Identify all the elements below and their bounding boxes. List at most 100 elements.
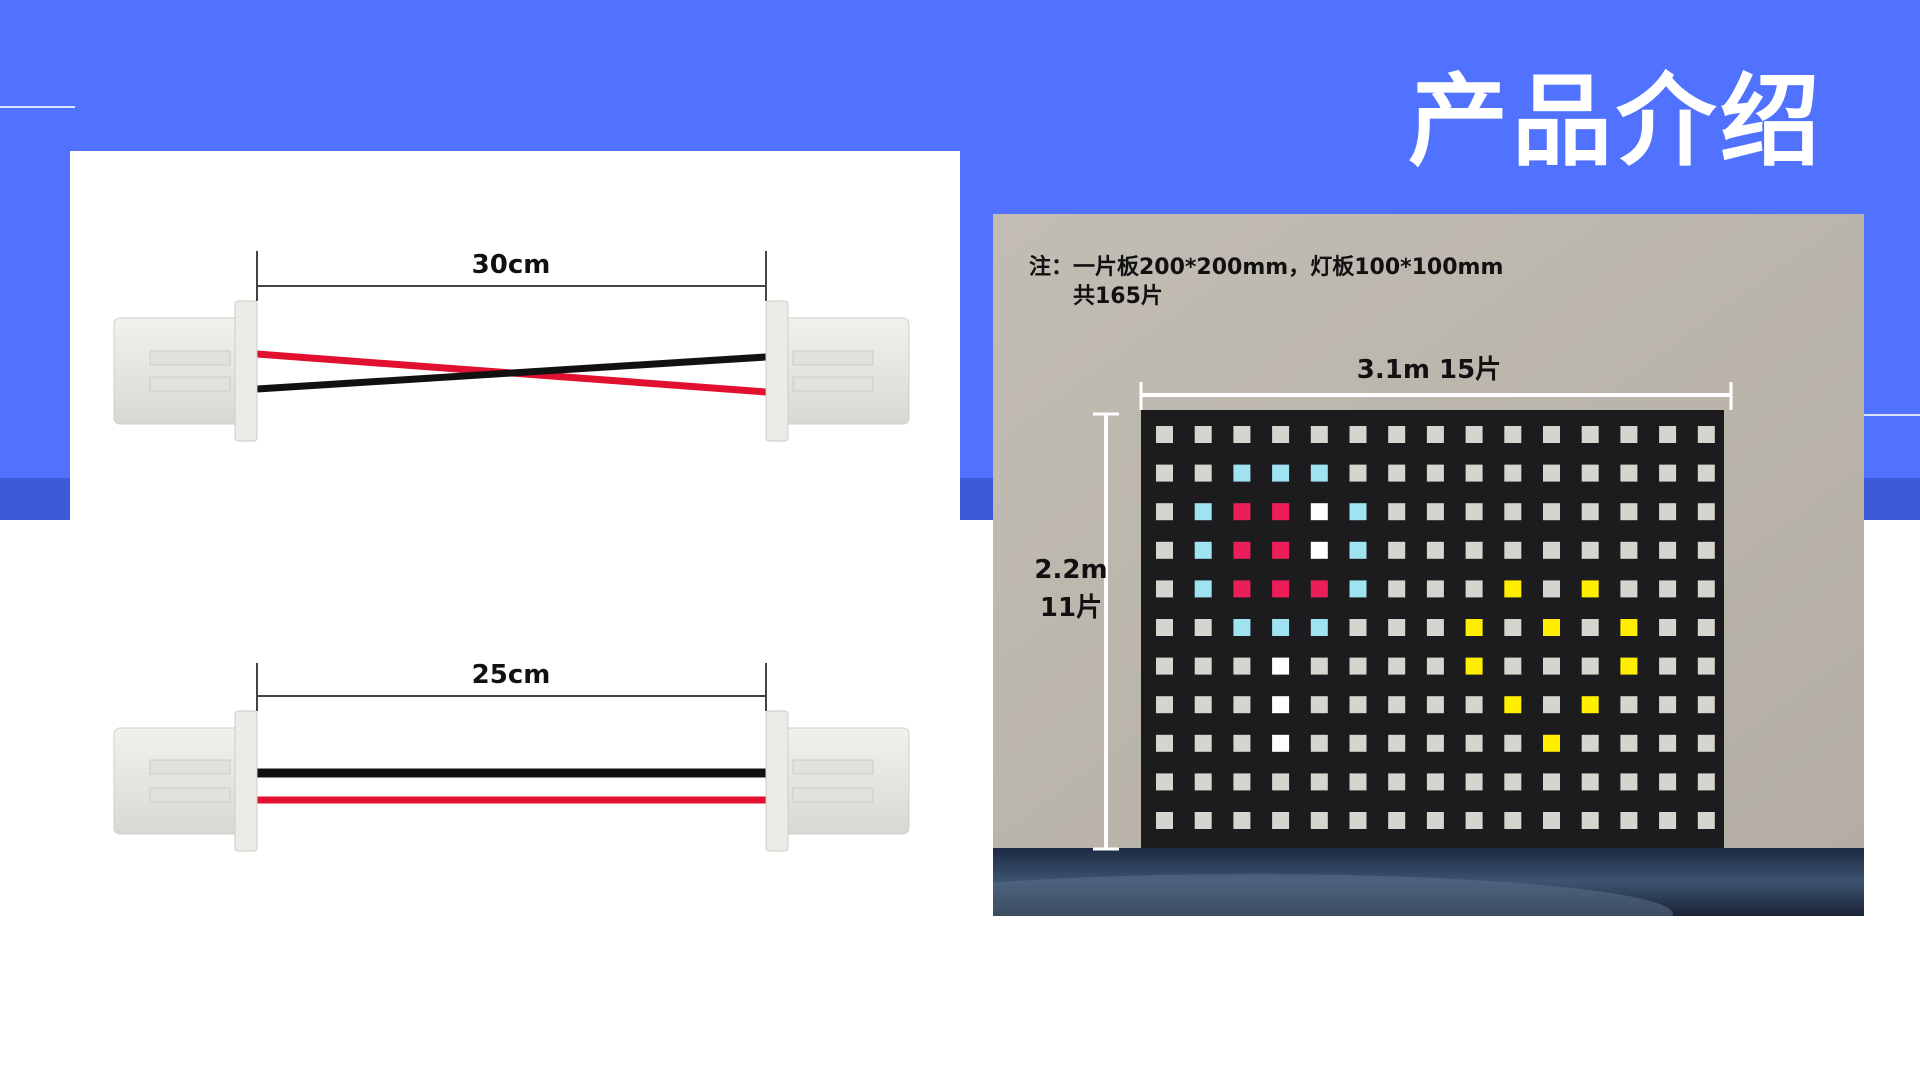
led-tile <box>1156 734 1173 752</box>
led-tile <box>1156 541 1173 559</box>
led-tile <box>1504 812 1522 829</box>
led-tile <box>1426 657 1444 675</box>
led-tile <box>1426 426 1444 443</box>
led-tile <box>1543 734 1560 752</box>
led-tile <box>1156 696 1173 714</box>
led-tile <box>1388 657 1406 675</box>
led-tile <box>1659 619 1677 636</box>
note-line-2: 共165片 <box>1073 284 1163 309</box>
led-tile <box>1620 426 1638 443</box>
led-tile <box>1426 734 1444 752</box>
led-tile <box>1349 696 1367 714</box>
led-tile <box>1233 657 1251 675</box>
led-tile <box>1620 464 1638 482</box>
led-tile <box>1310 541 1328 559</box>
led-tile <box>1581 696 1599 714</box>
led-tile <box>1194 426 1212 443</box>
led-tile <box>1194 657 1212 675</box>
led-tile <box>1659 541 1677 559</box>
led-tile <box>1465 657 1483 675</box>
led-tile <box>1272 464 1290 482</box>
led-tile <box>1465 734 1483 752</box>
led-tile <box>1426 541 1444 559</box>
led-tile <box>1465 464 1483 482</box>
led-tile <box>1349 503 1367 521</box>
page-title: 产品介绍 <box>1408 63 1824 180</box>
led-tile <box>1581 541 1599 559</box>
led-tile <box>1310 696 1328 714</box>
led-tile <box>1388 464 1406 482</box>
led-tile <box>1272 696 1290 714</box>
led-tile <box>1504 503 1522 521</box>
led-tile <box>1310 426 1328 443</box>
led-tile <box>1581 773 1599 791</box>
led-tile <box>1659 464 1677 482</box>
led-tile <box>1697 426 1715 443</box>
led-tile <box>1194 773 1212 791</box>
led-tile <box>1426 696 1444 714</box>
connector-right <box>765 710 910 852</box>
led-tile <box>1697 773 1715 791</box>
led-tile <box>1581 619 1599 636</box>
led-tile <box>1504 464 1522 482</box>
led-tile <box>1620 696 1638 714</box>
led-tile <box>1233 812 1251 829</box>
led-tile <box>1233 580 1251 598</box>
height-label-line-1: 2.2m <box>1034 555 1107 585</box>
led-tile <box>1465 619 1483 636</box>
cable-length-label: 25cm <box>472 660 551 690</box>
led-tile <box>1194 580 1212 598</box>
led-tile <box>1543 696 1560 714</box>
led-tile <box>1349 580 1367 598</box>
led-tile <box>1465 426 1483 443</box>
led-tile <box>1194 464 1212 482</box>
led-tile <box>1156 619 1173 636</box>
led-tile <box>1156 503 1173 521</box>
cable-illustration: 30cm 25cm <box>113 250 910 805</box>
led-tile <box>1697 696 1715 714</box>
led-tile <box>1504 619 1522 636</box>
led-wall-svg: 注：一片板200*200mm，灯板100*100mm 共165片 3.1m 15… <box>993 214 1864 916</box>
led-tile <box>1543 426 1560 443</box>
led-tile <box>1465 503 1483 521</box>
led-tile <box>1349 734 1367 752</box>
led-tile <box>1194 734 1212 752</box>
led-tile <box>1156 426 1173 443</box>
led-tile <box>1581 812 1599 829</box>
led-tile <box>1156 657 1173 675</box>
led-tile <box>1697 812 1715 829</box>
led-tile <box>1194 812 1212 829</box>
led-tile <box>1504 580 1522 598</box>
led-tile <box>1504 773 1522 791</box>
width-label: 3.1m 15片 <box>1357 355 1501 385</box>
led-tile <box>1697 541 1715 559</box>
led-tile <box>1349 773 1367 791</box>
led-tile <box>1388 503 1406 521</box>
led-tile <box>1620 734 1638 752</box>
led-tile <box>1310 773 1328 791</box>
led-tile <box>1465 696 1483 714</box>
led-tile <box>1272 426 1290 443</box>
led-tile <box>1194 541 1212 559</box>
led-tile <box>1543 464 1560 482</box>
led-tile <box>1620 657 1638 675</box>
led-tile <box>1272 734 1290 752</box>
led-tile <box>1349 619 1367 636</box>
led-tile <box>1310 580 1328 598</box>
led-tile <box>1233 464 1251 482</box>
led-tile <box>1156 464 1173 482</box>
led-tile <box>1388 812 1406 829</box>
led-tile <box>1504 696 1522 714</box>
led-tile <box>1310 657 1328 675</box>
led-tile <box>1388 541 1406 559</box>
led-tile <box>1504 657 1522 675</box>
cable-illustration-panel: 30cm 25cm <box>70 151 960 805</box>
led-tile <box>1388 619 1406 636</box>
led-tile <box>1233 619 1251 636</box>
led-tile <box>1272 657 1290 675</box>
led-tile <box>1659 734 1677 752</box>
led-tile <box>1272 580 1290 598</box>
led-tile <box>1659 426 1677 443</box>
led-tile <box>1543 773 1560 791</box>
cable-25cm-connectors <box>113 710 910 852</box>
